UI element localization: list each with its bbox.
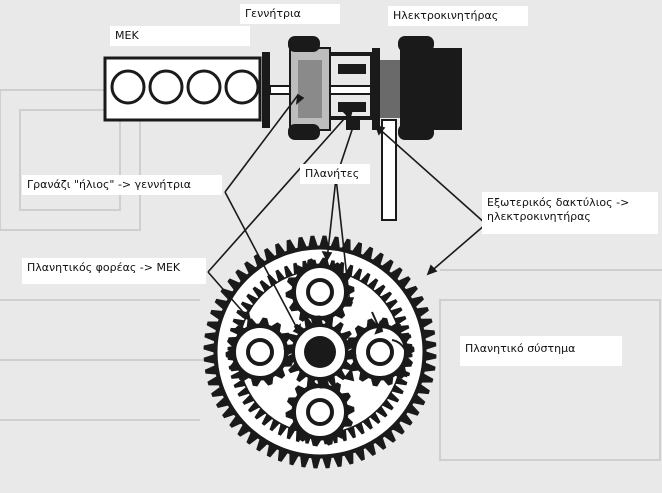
label-ring-gear-line-2: ηλεκτροκινητήρας: [487, 210, 591, 223]
label-ring-gear: Εξωτερικός δακτύλιος -> ηλεκτροκινητήρας: [482, 192, 658, 234]
label-planetary-system: Πλανητικό σύστημα: [460, 336, 622, 366]
label-sun-gear: Γρανάζι "ήλιος" -> γεννήτρια: [22, 175, 222, 195]
leader-lines: [207, 93, 487, 336]
label-ring-gear-line-1: Εξωτερικός δακτύλιος ->: [487, 196, 630, 209]
engine-cylinder-4: [224, 69, 260, 105]
planet-gear-hub: [306, 278, 334, 306]
motor-housing: [400, 48, 462, 130]
drivetrain-cutaway: [103, 36, 462, 221]
label-carrier: Πλανητικός φορέας -> ΜΕΚ: [22, 258, 206, 284]
engine-cylinder-3: [186, 69, 222, 105]
output-shaft: [381, 119, 397, 221]
rotation-arrows: [343, 311, 408, 382]
background-sketch: [0, 89, 662, 461]
engine-cylinder-2: [148, 69, 184, 105]
planetary-gear-set: [203, 235, 437, 469]
sun-gear-hub: [304, 336, 336, 368]
engine-cylinder-1: [110, 69, 146, 105]
planet-gear-hub: [366, 338, 394, 366]
label-planets: Πλανήτες: [300, 164, 370, 184]
label-engine: ΜΕΚ: [110, 26, 250, 46]
planet-gear-hub: [306, 398, 334, 426]
label-generator: Γεννήτρια: [240, 4, 340, 24]
label-motor: Ηλεκτροκινητήρας: [388, 6, 528, 26]
planet-gear-hub: [246, 338, 274, 366]
